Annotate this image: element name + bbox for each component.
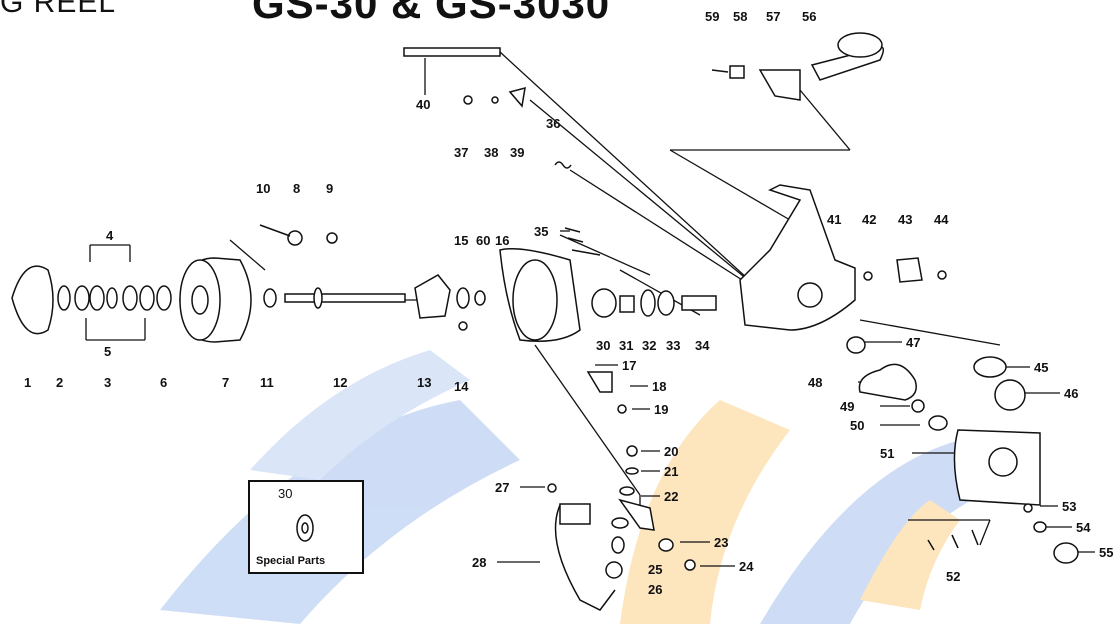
label-47: 47 xyxy=(906,335,920,350)
label-33: 33 xyxy=(666,338,680,353)
label-7: 7 xyxy=(222,375,229,390)
special-parts-number: 30 xyxy=(278,486,293,501)
label-3: 3 xyxy=(104,375,111,390)
label-18: 18 xyxy=(652,379,666,394)
label-55: 55 xyxy=(1099,545,1113,560)
label-52: 52 xyxy=(946,569,960,584)
part-40 xyxy=(403,47,501,57)
part-28-bail xyxy=(554,504,616,611)
part-2-ring xyxy=(57,285,71,311)
label-51: 51 xyxy=(880,446,894,461)
label-58: 58 xyxy=(733,9,747,24)
label-14: 14 xyxy=(454,379,469,394)
label-60: 60 xyxy=(476,233,490,248)
model-title: GS-30 & GS-3030 xyxy=(252,0,611,27)
label-43: 43 xyxy=(898,212,912,227)
label-27: 27 xyxy=(495,480,509,495)
label-30: 30 xyxy=(596,338,610,353)
label-54: 54 xyxy=(1076,520,1091,535)
label-49: 49 xyxy=(840,399,854,414)
part-18 xyxy=(586,371,613,393)
label-40: 40 xyxy=(416,97,430,112)
label-10: 10 xyxy=(256,181,270,196)
label-2: 2 xyxy=(56,375,63,390)
label-59: 59 xyxy=(705,9,719,24)
label-15: 15 xyxy=(454,233,468,248)
label-21: 21 xyxy=(664,464,678,479)
label-46: 46 xyxy=(1064,386,1078,401)
label-39: 39 xyxy=(510,145,524,160)
label-42: 42 xyxy=(862,212,876,227)
special-part-30-icon xyxy=(296,514,314,542)
label-5: 5 xyxy=(104,344,111,359)
label-1: 1 xyxy=(24,375,31,390)
label-24: 24 xyxy=(739,559,754,574)
label-31: 31 xyxy=(619,338,633,353)
label-25: 25 xyxy=(648,562,662,577)
part-13 xyxy=(414,274,451,319)
label-13: 13 xyxy=(417,375,431,390)
label-23: 23 xyxy=(714,535,728,550)
parts xyxy=(11,32,1079,611)
label-17: 17 xyxy=(622,358,636,373)
label-9: 9 xyxy=(326,181,333,196)
label-44: 44 xyxy=(934,212,949,227)
label-32: 32 xyxy=(642,338,656,353)
label-19: 19 xyxy=(654,402,668,417)
part-41-body xyxy=(739,184,856,331)
label-45: 45 xyxy=(1034,360,1048,375)
label-36: 36 xyxy=(546,116,560,131)
label-35: 35 xyxy=(534,224,548,239)
label-38: 38 xyxy=(484,145,498,160)
label-28: 28 xyxy=(472,555,486,570)
part-numbers: 1 2 3 4 5 6 7 8 9 10 11 12 13 14 15 16 1… xyxy=(24,9,1113,597)
label-56: 56 xyxy=(802,9,816,24)
label-34: 34 xyxy=(695,338,710,353)
special-parts-box: 30 Special Parts xyxy=(248,480,364,574)
label-8: 8 xyxy=(293,181,300,196)
label-50: 50 xyxy=(850,418,864,433)
label-11: 11 xyxy=(260,375,274,390)
title-fragment: G REEL xyxy=(0,0,117,19)
label-26: 26 xyxy=(648,582,662,597)
part-48-drive-gear xyxy=(858,363,917,401)
special-parts-label: Special Parts xyxy=(256,555,326,567)
label-22: 22 xyxy=(664,489,678,504)
label-6: 6 xyxy=(160,375,167,390)
label-41: 41 xyxy=(827,212,841,227)
label-57: 57 xyxy=(766,9,780,24)
label-48: 48 xyxy=(808,375,822,390)
label-20: 20 xyxy=(664,444,678,459)
part-12-shaft xyxy=(284,293,406,303)
label-16: 16 xyxy=(495,233,509,248)
label-4: 4 xyxy=(106,228,114,243)
part-1-cap xyxy=(11,265,54,335)
label-37: 37 xyxy=(454,145,468,160)
leader-lines xyxy=(85,51,1095,567)
label-12: 12 xyxy=(333,375,347,390)
label-53: 53 xyxy=(1062,499,1076,514)
